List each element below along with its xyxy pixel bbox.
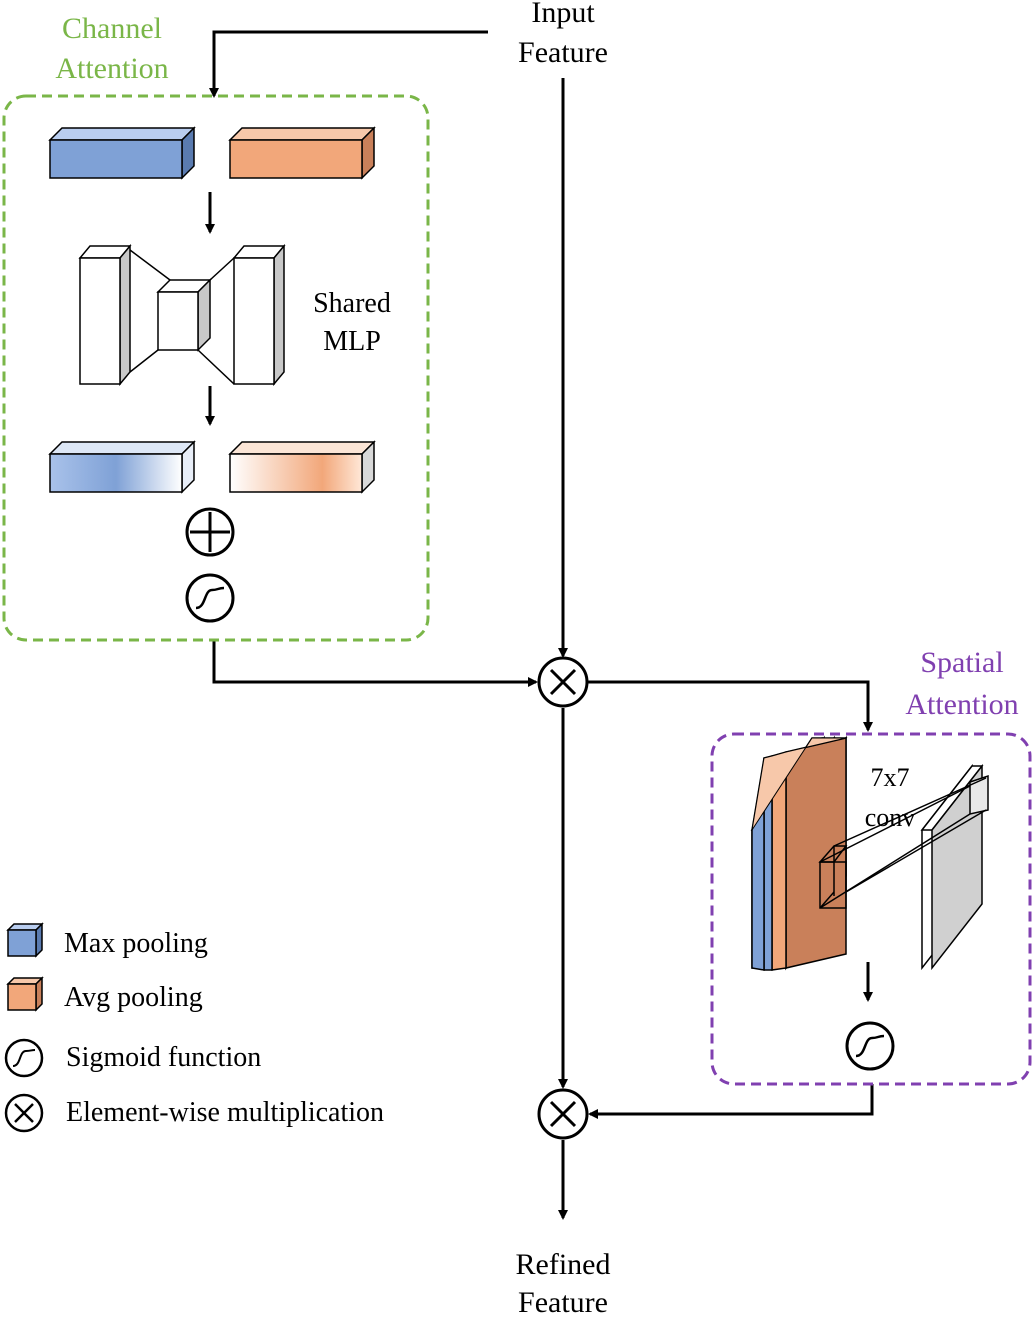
spatial-attention-label-line1: Spatial — [920, 646, 1003, 679]
max-pool-mlp-output — [48, 440, 196, 494]
sigmoid-icon — [185, 573, 235, 623]
legend-avg-pooling-label: Avg pooling — [64, 982, 203, 1013]
multiply-icon-2 — [537, 1088, 589, 1140]
conv-label-line1: 7x7 — [871, 763, 910, 792]
multiply-legend-icon — [4, 1093, 44, 1133]
avg-pool-vector — [228, 126, 376, 180]
legend-sigmoid-label: Sigmoid function — [66, 1042, 261, 1073]
legend-max-pooling-label: Max pooling — [64, 928, 208, 959]
legend — [4, 922, 44, 1133]
spatial-attention-label-line2: Attention — [905, 688, 1018, 721]
channel-attention-module — [2, 94, 430, 642]
input-label-line2: Feature — [518, 36, 608, 69]
max-pooling-cube-icon — [6, 922, 44, 958]
arrow-spatial-to-multiply2 — [588, 1084, 874, 1119]
conv-label-line2: conv — [865, 803, 916, 832]
max-pool-vector — [48, 126, 196, 180]
shared-mlp-label-line2: MLP — [323, 326, 381, 357]
channel-attention-box — [2, 94, 430, 642]
spatial-attention-module — [710, 732, 1032, 1086]
channel-attention-label-line2: Attention — [55, 52, 168, 85]
spatial-attention-box — [710, 732, 1032, 1086]
shared-mlp-icon — [78, 243, 286, 387]
legend-multiply-label: Element-wise multiplication — [66, 1097, 384, 1128]
pooled-feature-front — [751, 737, 847, 971]
arrow-channel-to-multiply — [212, 640, 538, 687]
multiply-icon-1 — [537, 656, 589, 708]
sigmoid-legend-icon — [4, 1038, 44, 1078]
arrow-multiply-to-spatial — [588, 680, 873, 732]
arrow-input-to-channel — [209, 30, 488, 98]
element-wise-sum-icon — [185, 507, 235, 557]
sigmoid-icon-spatial — [845, 1021, 895, 1071]
spatial-output-map — [920, 763, 989, 971]
flow-lines — [209, 30, 874, 1220]
channel-attention-label-line1: Channel — [62, 12, 162, 45]
refined-label-line1: Refined — [516, 1248, 611, 1281]
input-label-line1: Input — [531, 0, 595, 29]
conv-projection-lines — [819, 777, 987, 909]
avg-pooling-cube-icon — [6, 976, 44, 1012]
refined-label-line2: Feature — [518, 1286, 608, 1317]
avg-pool-mlp-output — [228, 440, 376, 494]
shared-mlp-label-line1: Shared — [313, 288, 391, 319]
